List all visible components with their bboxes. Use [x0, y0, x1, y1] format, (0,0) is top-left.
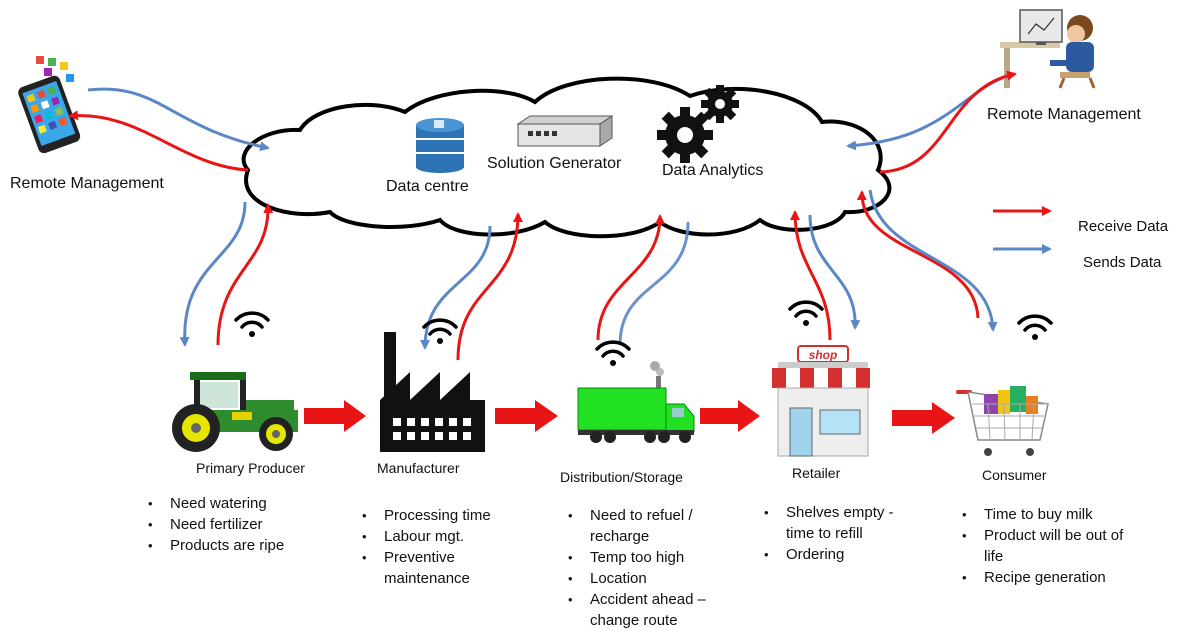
smartphone-apps-icon	[18, 56, 81, 154]
list-item: Time to buy milk	[962, 504, 1154, 525]
legend-sends-label: Sends Data	[1083, 254, 1162, 271]
remote-right-arrows	[846, 70, 1017, 174]
consumer-bullets: Time to buy milk Product will be out of …	[960, 504, 1154, 588]
shop-icon: shop	[772, 345, 870, 457]
wifi-icon	[788, 300, 824, 326]
list-item: Recipe generation	[962, 567, 1154, 588]
list-item: Accident ahead – change route	[568, 589, 740, 631]
retailer-arrows	[790, 210, 861, 341]
flow-arrow	[495, 400, 558, 432]
list-item: Processing time	[362, 505, 534, 526]
consumer-arrows	[856, 189, 998, 332]
list-item: Location	[568, 568, 750, 589]
tractor-icon	[172, 372, 298, 452]
database-icon	[416, 118, 464, 173]
distribution-arrows	[596, 214, 690, 346]
list-item: Ordering	[764, 544, 936, 565]
list-item: Need fertilizer	[148, 514, 340, 535]
stage-name-distribution: Distribution/Storage	[560, 469, 683, 485]
manufacturer-bullets: Processing time Labour mgt. Preventive m…	[360, 505, 534, 589]
producer-arrows	[179, 201, 274, 347]
shopping-cart-icon	[956, 386, 1049, 456]
remote-management-right-label: Remote Management	[987, 106, 1141, 123]
wifi-icon	[422, 318, 458, 344]
server-icon	[516, 115, 614, 147]
remote-management-left-label: Remote Management	[10, 175, 164, 192]
shop-sign-label: shop	[809, 348, 838, 362]
gears-icon	[657, 85, 739, 163]
retailer-bullets: Shelves empty - time to refill Ordering	[762, 502, 936, 565]
list-item: Products are ripe	[148, 535, 340, 556]
list-item: Temp too high	[568, 547, 750, 568]
truck-icon	[577, 361, 695, 443]
list-item: Need watering	[148, 493, 340, 514]
stage-name-manufacturer: Manufacturer	[377, 460, 460, 476]
flow-arrow	[304, 400, 366, 432]
primary-producer-bullets: Need watering Need fertilizer Products a…	[146, 493, 340, 556]
factory-icon	[380, 332, 485, 452]
remote-left-arrows	[68, 87, 270, 172]
solution-generator-label: Solution Generator	[487, 155, 622, 172]
person-at-computer-icon	[1000, 9, 1096, 89]
distribution-bullets: Need to refuel / recharge Temp too high …	[566, 505, 750, 631]
cloud	[241, 76, 892, 239]
list-item: Labour mgt.	[362, 526, 534, 547]
flow-arrow	[892, 402, 955, 434]
data-centre-label: Data centre	[386, 178, 469, 195]
wifi-icon	[595, 340, 631, 366]
manufacturer-arrows	[420, 212, 523, 361]
data-analytics-label: Data Analytics	[662, 162, 764, 179]
wifi-icon	[1017, 314, 1053, 340]
legend-receive-label: Receive Data	[1078, 218, 1169, 235]
flow-arrow	[700, 400, 760, 432]
list-item: Product will be out of life	[962, 525, 1129, 567]
stage-name-consumer: Consumer	[982, 467, 1047, 483]
wifi-icon	[234, 311, 270, 337]
list-item: Preventive maintenance	[362, 547, 494, 589]
list-item: Shelves empty - time to refill	[764, 502, 916, 544]
list-item: Need to refuel / recharge	[568, 505, 730, 547]
stage-name-retailer: Retailer	[792, 465, 841, 481]
stage-name-primary-producer: Primary Producer	[196, 460, 305, 476]
